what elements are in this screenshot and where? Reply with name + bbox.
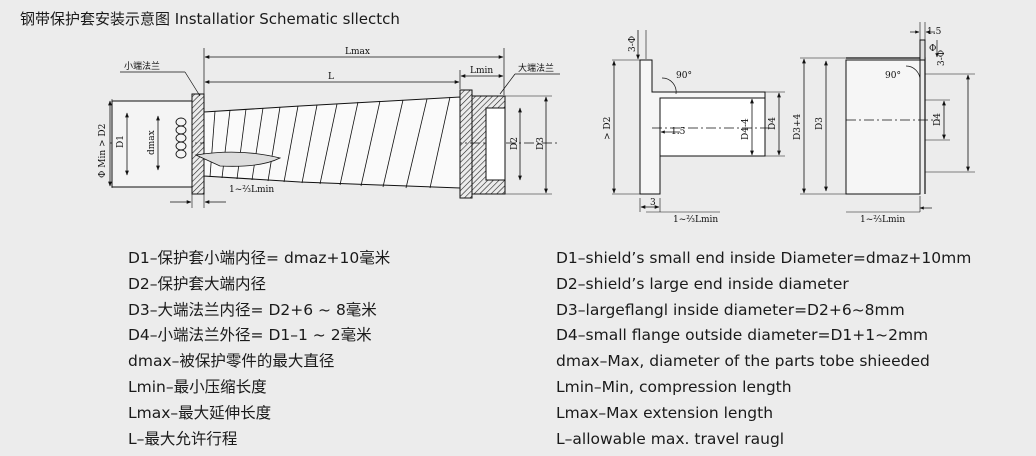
- legend-item: D4–small flange outside diameter=D1+1~2m…: [556, 326, 929, 345]
- main-assembly: [108, 48, 560, 208]
- phi-min-d2-label: Φ Min > D2: [98, 124, 108, 178]
- phi-label-large: Φ: [929, 44, 936, 54]
- legend-item: L–allowable max. travel raugl: [556, 429, 785, 448]
- legend-chinese: D1–保护套小端内径= dmaz+10毫米 D2–保护套大端内径 D3–大端法兰…: [128, 246, 390, 452]
- legend-item: D2–shield’s large end inside diameter: [556, 274, 849, 293]
- legend-item: Lmin–Min, compression length: [556, 377, 792, 396]
- installation-schematic: Lmax L Lmin 小端法兰 大端法兰 Φ Min > D2 D1 dmax…: [98, 22, 975, 225]
- legend-item: Lmax–最大延伸长度: [128, 403, 272, 422]
- d3-label: D3: [536, 137, 546, 150]
- d4-4-label: D4-4: [741, 118, 751, 140]
- d2-label: D2: [510, 137, 520, 150]
- fraction-lmin-label-large: 1~⅔Lmin: [860, 215, 905, 225]
- d3-4-label: D3+4: [793, 114, 803, 140]
- legend-english: D1–shield’s small end inside Diameter=dm…: [556, 246, 971, 452]
- legend-item: D3–大端法兰内径= D2+6 ~ 8毫米: [128, 300, 377, 319]
- l-label: L: [328, 72, 334, 82]
- dim-3-phi-label: 3-Φ: [628, 36, 638, 52]
- d1-label: D1: [116, 135, 126, 148]
- fraction-lmin-label-small: 1~⅔Lmin: [673, 215, 718, 225]
- legend-item: dmax–Max, diameter of the parts tobe shi…: [556, 352, 930, 371]
- dim-1-5-label-large: 1.5: [927, 27, 942, 37]
- dim-3-label: 3: [650, 198, 656, 208]
- legend-item: Lmax–Max extension length: [556, 403, 774, 422]
- legend-item: D3–largeflangl inside diameter=D2+6~8mm: [556, 300, 905, 319]
- d3-label-large: D3: [815, 117, 825, 130]
- d4-label-small: D4: [768, 117, 778, 130]
- legend-item: dmax–被保护零件的最大直径: [128, 352, 335, 371]
- dim-1-5-label-small: 1.5: [671, 127, 686, 137]
- legend-item: L–最大允许行程: [128, 429, 238, 448]
- large-flange-detail: [800, 22, 975, 213]
- large-flange-label: 大端法兰: [518, 62, 554, 74]
- legend-item: D4–小端法兰外径= D1–1 ~ 2毫米: [128, 326, 372, 345]
- angle-90-label-large: 90°: [885, 71, 901, 81]
- d4-label-large: D4: [933, 113, 943, 126]
- legend-item: Lmin–最小压缩长度: [128, 377, 267, 396]
- lmax-label: Lmax: [345, 47, 370, 57]
- angle-90-label-small: 90°: [676, 71, 692, 81]
- dim-3-phi-label-large: 3-Φ: [937, 50, 947, 66]
- legend-item: D1–保护套小端内径= dmaz+10毫米: [128, 249, 391, 267]
- dmax-label: dmax: [147, 130, 157, 155]
- lmin-label: Lmin: [470, 66, 493, 76]
- small-flange-detail: [612, 30, 785, 213]
- fraction-lmin-label-main: 1~⅔Lmin: [229, 185, 274, 195]
- gt-d2-label: > D2: [603, 117, 613, 140]
- legend-item: D1–shield’s small end inside Diameter=dm…: [556, 249, 972, 267]
- page-title: 钢带保护套安装示意图 Installatior Schematic sllect…: [20, 10, 400, 28]
- small-flange-label: 小端法兰: [124, 60, 160, 72]
- legend-item: D2–保护套大端内径: [128, 274, 267, 293]
